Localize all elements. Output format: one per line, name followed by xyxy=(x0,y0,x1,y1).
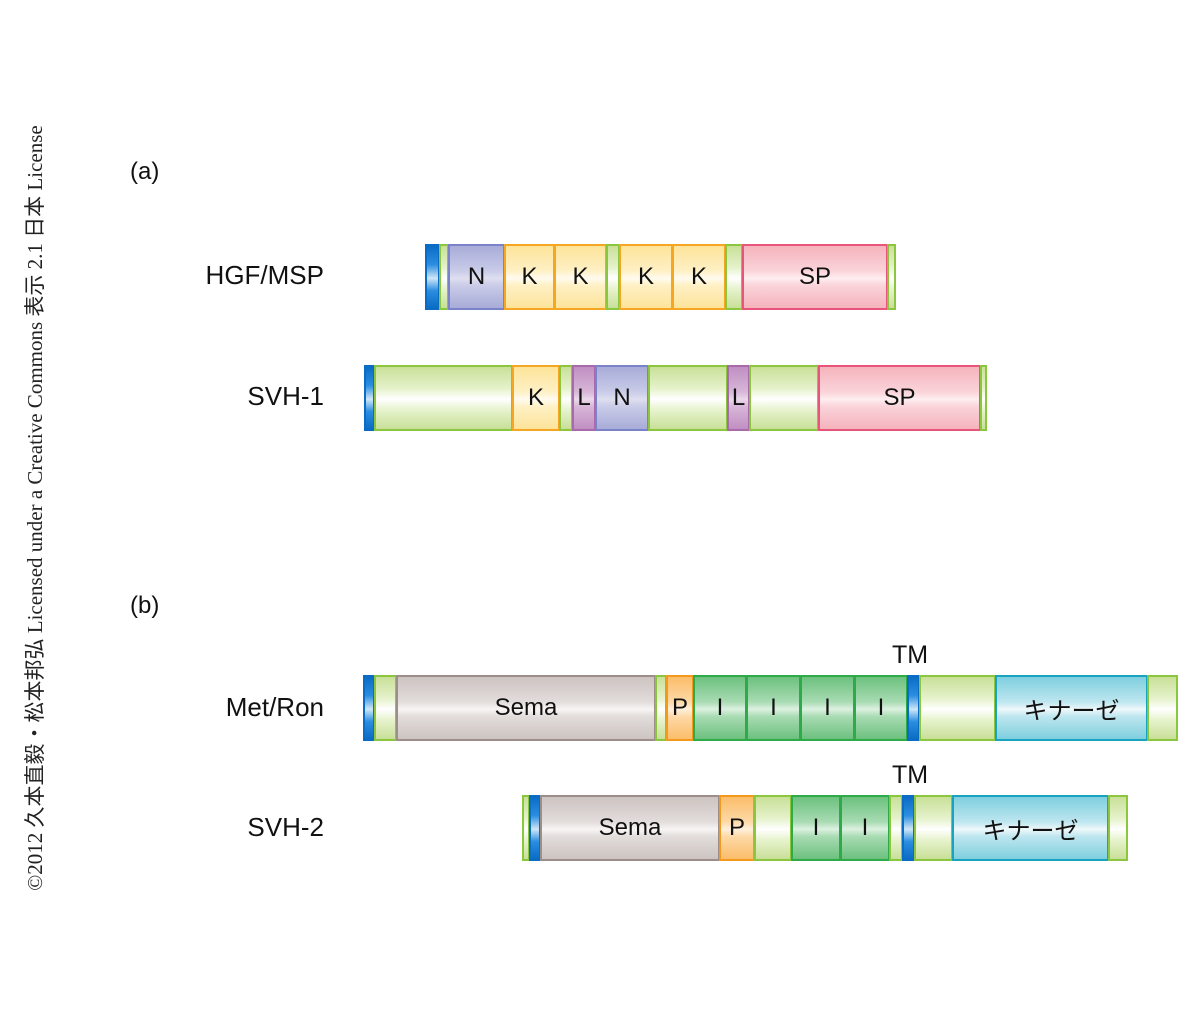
ipt-domain: I xyxy=(840,795,890,861)
linker-segment xyxy=(980,365,987,431)
domain-label: I xyxy=(812,814,820,841)
tm-label-met-ron: TM xyxy=(891,641,929,669)
psi-domain: P xyxy=(666,675,694,741)
linker-segment xyxy=(1108,795,1128,861)
protein-label-svh-1: SVH-1 xyxy=(247,381,324,411)
domain-label: L xyxy=(731,384,746,411)
linker-segment xyxy=(725,244,743,310)
kringle-domain: K xyxy=(619,244,673,310)
domain-label: P xyxy=(671,694,688,721)
sema-domain: Sema xyxy=(396,675,656,741)
domain-label: K xyxy=(572,263,589,290)
kinase-domain: キナーゼ xyxy=(952,795,1109,861)
linker-segment xyxy=(648,365,728,431)
copyright-credit: ©2012 久本直毅・松本邦弘 Licensed under a Creativ… xyxy=(23,125,47,891)
domain-label: I xyxy=(716,694,724,721)
ipt-domain: I xyxy=(746,675,801,741)
domain-label: I xyxy=(824,694,831,721)
linker-segment xyxy=(754,795,792,861)
domain-label: L xyxy=(577,384,591,411)
domain-label: Sema xyxy=(494,694,558,721)
n-domain: N xyxy=(448,244,505,310)
domain-label: SP xyxy=(883,384,916,411)
tm-segment xyxy=(425,244,440,310)
linker-segment xyxy=(374,365,513,431)
l-domain: L xyxy=(572,365,596,431)
linker-segment xyxy=(889,795,903,861)
domain-label: I xyxy=(770,694,777,721)
ipt-domain: I xyxy=(854,675,908,741)
sema-domain: Sema xyxy=(540,795,720,861)
panel-label-a: (a) xyxy=(130,158,160,185)
linker-segment xyxy=(887,244,896,310)
domain-label: N xyxy=(467,263,486,290)
sp-domain: SP xyxy=(742,244,888,310)
linker-segment xyxy=(1147,675,1178,741)
linker-segment xyxy=(374,675,397,741)
protein-label-met-ron: Met/Ron xyxy=(225,692,324,722)
domain-label: K xyxy=(690,263,707,290)
domain-label: K xyxy=(637,263,654,290)
domain-label: I xyxy=(877,694,885,721)
sp-domain: SP xyxy=(818,365,981,431)
linker-segment xyxy=(559,365,573,431)
domain-label: キナーゼ xyxy=(982,817,1079,845)
l-domain: L xyxy=(727,365,750,431)
domain-label: I xyxy=(861,814,869,841)
domain-label: N xyxy=(613,384,631,411)
kringle-domain: K xyxy=(554,244,607,310)
kinase-domain: キナーゼ xyxy=(995,675,1148,741)
linker-segment xyxy=(606,244,620,310)
domain-label: キナーゼ xyxy=(1023,697,1120,725)
linker-segment xyxy=(919,675,996,741)
linker-segment xyxy=(749,365,819,431)
kringle-domain: K xyxy=(672,244,726,310)
n-domain: N xyxy=(595,365,649,431)
ipt-domain: I xyxy=(693,675,747,741)
kringle-domain: K xyxy=(504,244,555,310)
domain-label: K xyxy=(527,384,544,411)
domain-label: SP xyxy=(798,263,831,290)
protein-label-svh-2: SVH-2 xyxy=(247,812,324,842)
domain-label: Sema xyxy=(598,814,662,841)
ipt-domain: I xyxy=(800,675,855,741)
tm-label-svh-2: TM xyxy=(891,761,929,789)
protein-label-hgf-msp: HGF/MSP xyxy=(205,260,324,290)
panel-label-b: (b) xyxy=(130,592,160,619)
domain-label: K xyxy=(521,263,538,290)
kringle-domain: K xyxy=(512,365,560,431)
domain-label: P xyxy=(728,814,745,841)
psi-domain: P xyxy=(719,795,755,861)
ipt-domain: I xyxy=(791,795,841,861)
linker-segment xyxy=(914,795,953,861)
